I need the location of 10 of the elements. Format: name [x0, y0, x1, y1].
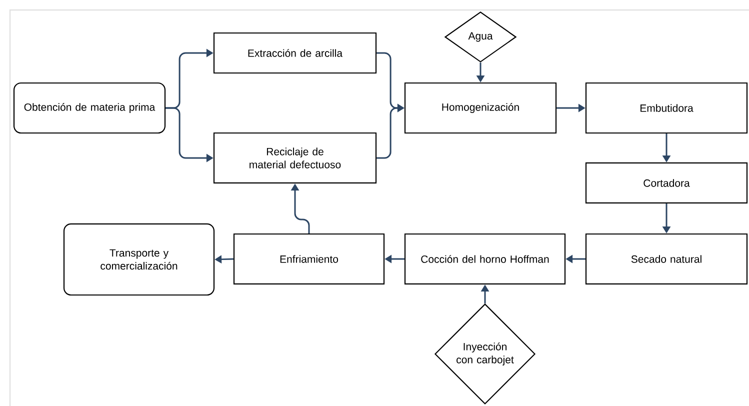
process-box: Secado natural	[585, 233, 748, 285]
process-box: Embutidora	[585, 82, 748, 134]
process-box: Extracción de arcilla	[213, 32, 377, 74]
process-box: Cocción del horno Hoffman	[404, 233, 566, 285]
process-box: Homogenización	[404, 82, 557, 134]
process-box: Enfriamiento	[233, 233, 385, 285]
terminal-box: Obtención de materia prima	[13, 82, 166, 134]
process-box: Reciclaje de material defectuoso	[213, 132, 377, 184]
process-box: Cortadora	[585, 162, 748, 204]
terminal-box: Transporte y comercialización	[63, 223, 215, 296]
